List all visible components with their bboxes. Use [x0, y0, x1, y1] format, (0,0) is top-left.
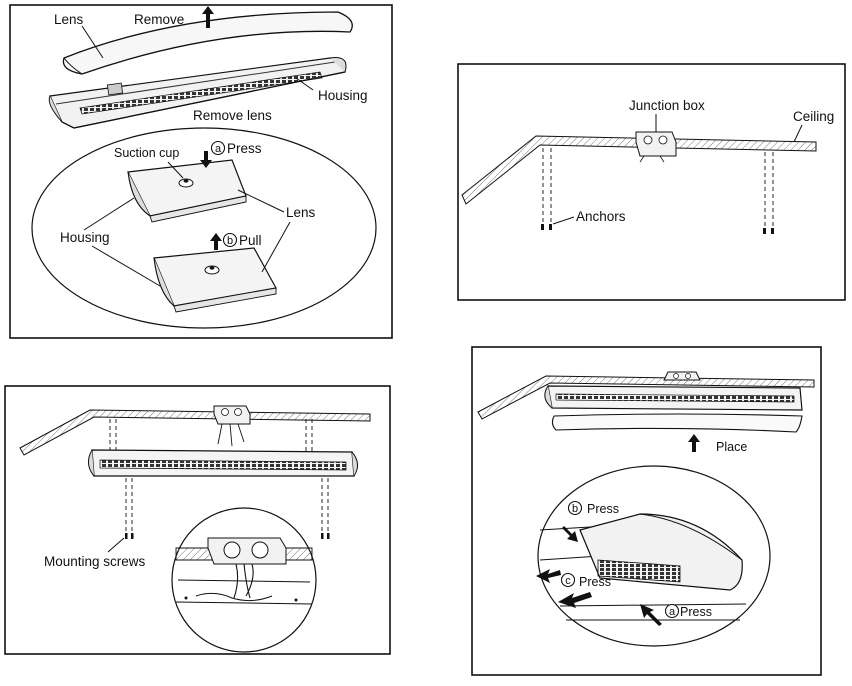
press-c-label: Press — [579, 575, 611, 589]
screw-right-illustration — [305, 419, 330, 539]
wiring-detail-illustration — [171, 507, 317, 653]
press-b-arrow-icon — [562, 526, 578, 542]
press-marker-a-4 — [664, 603, 680, 619]
lens-leader — [81, 25, 104, 59]
press-marker-a — [210, 140, 226, 156]
pull-up-arrow-icon — [210, 233, 222, 250]
detail-ellipse — [31, 127, 377, 329]
panel-place-lens: Place b Press c Press a Press — [471, 346, 822, 676]
place-label: Place — [716, 440, 747, 454]
housing-detail-label: Housing — [60, 230, 110, 245]
ceiling-leader — [793, 124, 803, 143]
ceiling-label: Ceiling — [793, 109, 834, 124]
fixture-illustration-4 — [544, 385, 803, 411]
suction-cup-leader — [167, 161, 184, 179]
housing-label: Housing — [318, 88, 368, 103]
press-marker-c — [560, 572, 576, 588]
screw-left-illustration — [109, 419, 134, 539]
press-marker-b-4 — [567, 500, 583, 516]
pull-label: Pull — [239, 233, 262, 248]
lens-detail-leader-upper — [237, 189, 285, 213]
lens-label: Lens — [54, 12, 84, 27]
press-marker-a-letter: a — [215, 143, 222, 155]
press-marker-c-letter: c — [565, 575, 571, 587]
press-marker-a-4-letter: a — [669, 606, 676, 618]
junction-box-illustration — [635, 131, 677, 163]
lens-illustration-4 — [551, 413, 803, 433]
housing-detail-leader-lower — [91, 245, 161, 287]
junction-box-label: Junction box — [629, 98, 705, 113]
press-c-arrow-icon — [536, 569, 561, 583]
detail-pull-illustration — [153, 247, 277, 313]
panel-anchors: Junction box Ceiling Anchors — [457, 63, 846, 301]
housing-detail-leader-upper — [83, 197, 135, 231]
ceiling-illustration-3 — [19, 409, 371, 456]
press-a-label: Press — [680, 605, 712, 619]
press-marker-b-4-letter: b — [572, 503, 578, 515]
lens-detail-leader-lower — [261, 221, 291, 273]
press-label: Press — [227, 141, 262, 156]
pull-marker-b-letter: b — [227, 235, 233, 247]
place-up-arrow-icon — [688, 434, 700, 452]
remove-up-arrow-icon — [202, 6, 214, 28]
press-b-label: Press — [587, 502, 619, 516]
anchor-right-illustration — [763, 152, 774, 234]
anchor-left-illustration — [541, 148, 552, 230]
ceiling-illustration-4 — [477, 371, 815, 420]
lens-detail-label: Lens — [286, 205, 316, 220]
mounting-screws-label: Mounting screws — [44, 554, 146, 569]
anchors-leader — [552, 216, 575, 225]
junction-box-illustration-3 — [213, 405, 251, 447]
press-a-arrow-icon — [640, 604, 662, 626]
anchors-label: Anchors — [576, 209, 626, 224]
ceiling-illustration — [461, 135, 817, 205]
panel-anchors-frame — [457, 63, 846, 301]
suction-cup-label: Suction cup — [114, 146, 179, 160]
slide-left-arrow-icon — [558, 592, 592, 608]
panel-remove-lens: Lens Remove Housing Remove lens Suction … — [9, 4, 393, 339]
panel-mounting-screws: Mounting screws — [4, 385, 391, 655]
mounting-screws-leader — [107, 537, 125, 553]
housing-leader — [295, 77, 314, 91]
lens-cover-illustration — [62, 11, 353, 75]
clip-detail-illustration — [537, 465, 771, 647]
remove-lens-caption: Remove lens — [193, 108, 272, 123]
pull-marker-b — [222, 232, 238, 248]
fixture-housing-illustration — [48, 57, 347, 129]
press-down-arrow-icon — [200, 151, 212, 168]
detail-press-illustration — [127, 159, 247, 223]
remove-label: Remove — [134, 12, 184, 27]
fixture-illustration-3 — [88, 449, 358, 477]
